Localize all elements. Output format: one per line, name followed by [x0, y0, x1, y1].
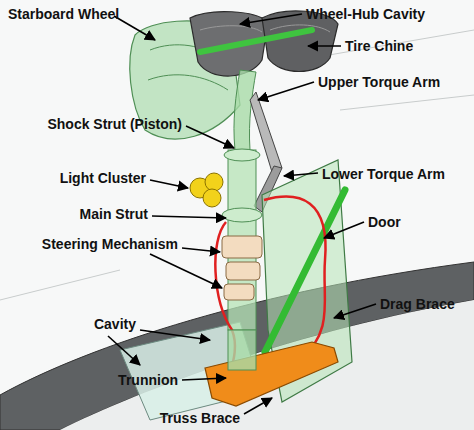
wing-surface: [0, 262, 474, 430]
part-label: Trunnion: [118, 372, 178, 388]
trunnion: [228, 330, 256, 370]
part-label: Wheel-Hub Cavity: [306, 6, 425, 22]
truss-brace: [205, 342, 338, 406]
part-label: Main Strut: [80, 206, 148, 222]
part-label: Lower Torque Arm: [322, 166, 445, 182]
part-label: Cavity: [94, 316, 136, 332]
part-label: Door: [368, 214, 401, 230]
strut-collar: [222, 208, 262, 222]
part-label: Steering Mechanism: [42, 236, 178, 252]
part-label: Truss Brace: [160, 410, 240, 426]
light-cluster: [190, 173, 223, 207]
part-label: Shock Strut (Piston): [47, 116, 182, 132]
strut-collar: [224, 149, 260, 161]
part-label: Light Cluster: [60, 170, 146, 186]
part-label: Starboard Wheel: [8, 6, 119, 22]
axle: [200, 30, 312, 52]
part-label: Upper Torque Arm: [318, 74, 440, 90]
part-label: Tire Chine: [345, 38, 413, 54]
part-label: Drag Brace: [380, 296, 455, 312]
steering-mechanism: [222, 236, 262, 300]
drag-brace: [265, 190, 345, 352]
